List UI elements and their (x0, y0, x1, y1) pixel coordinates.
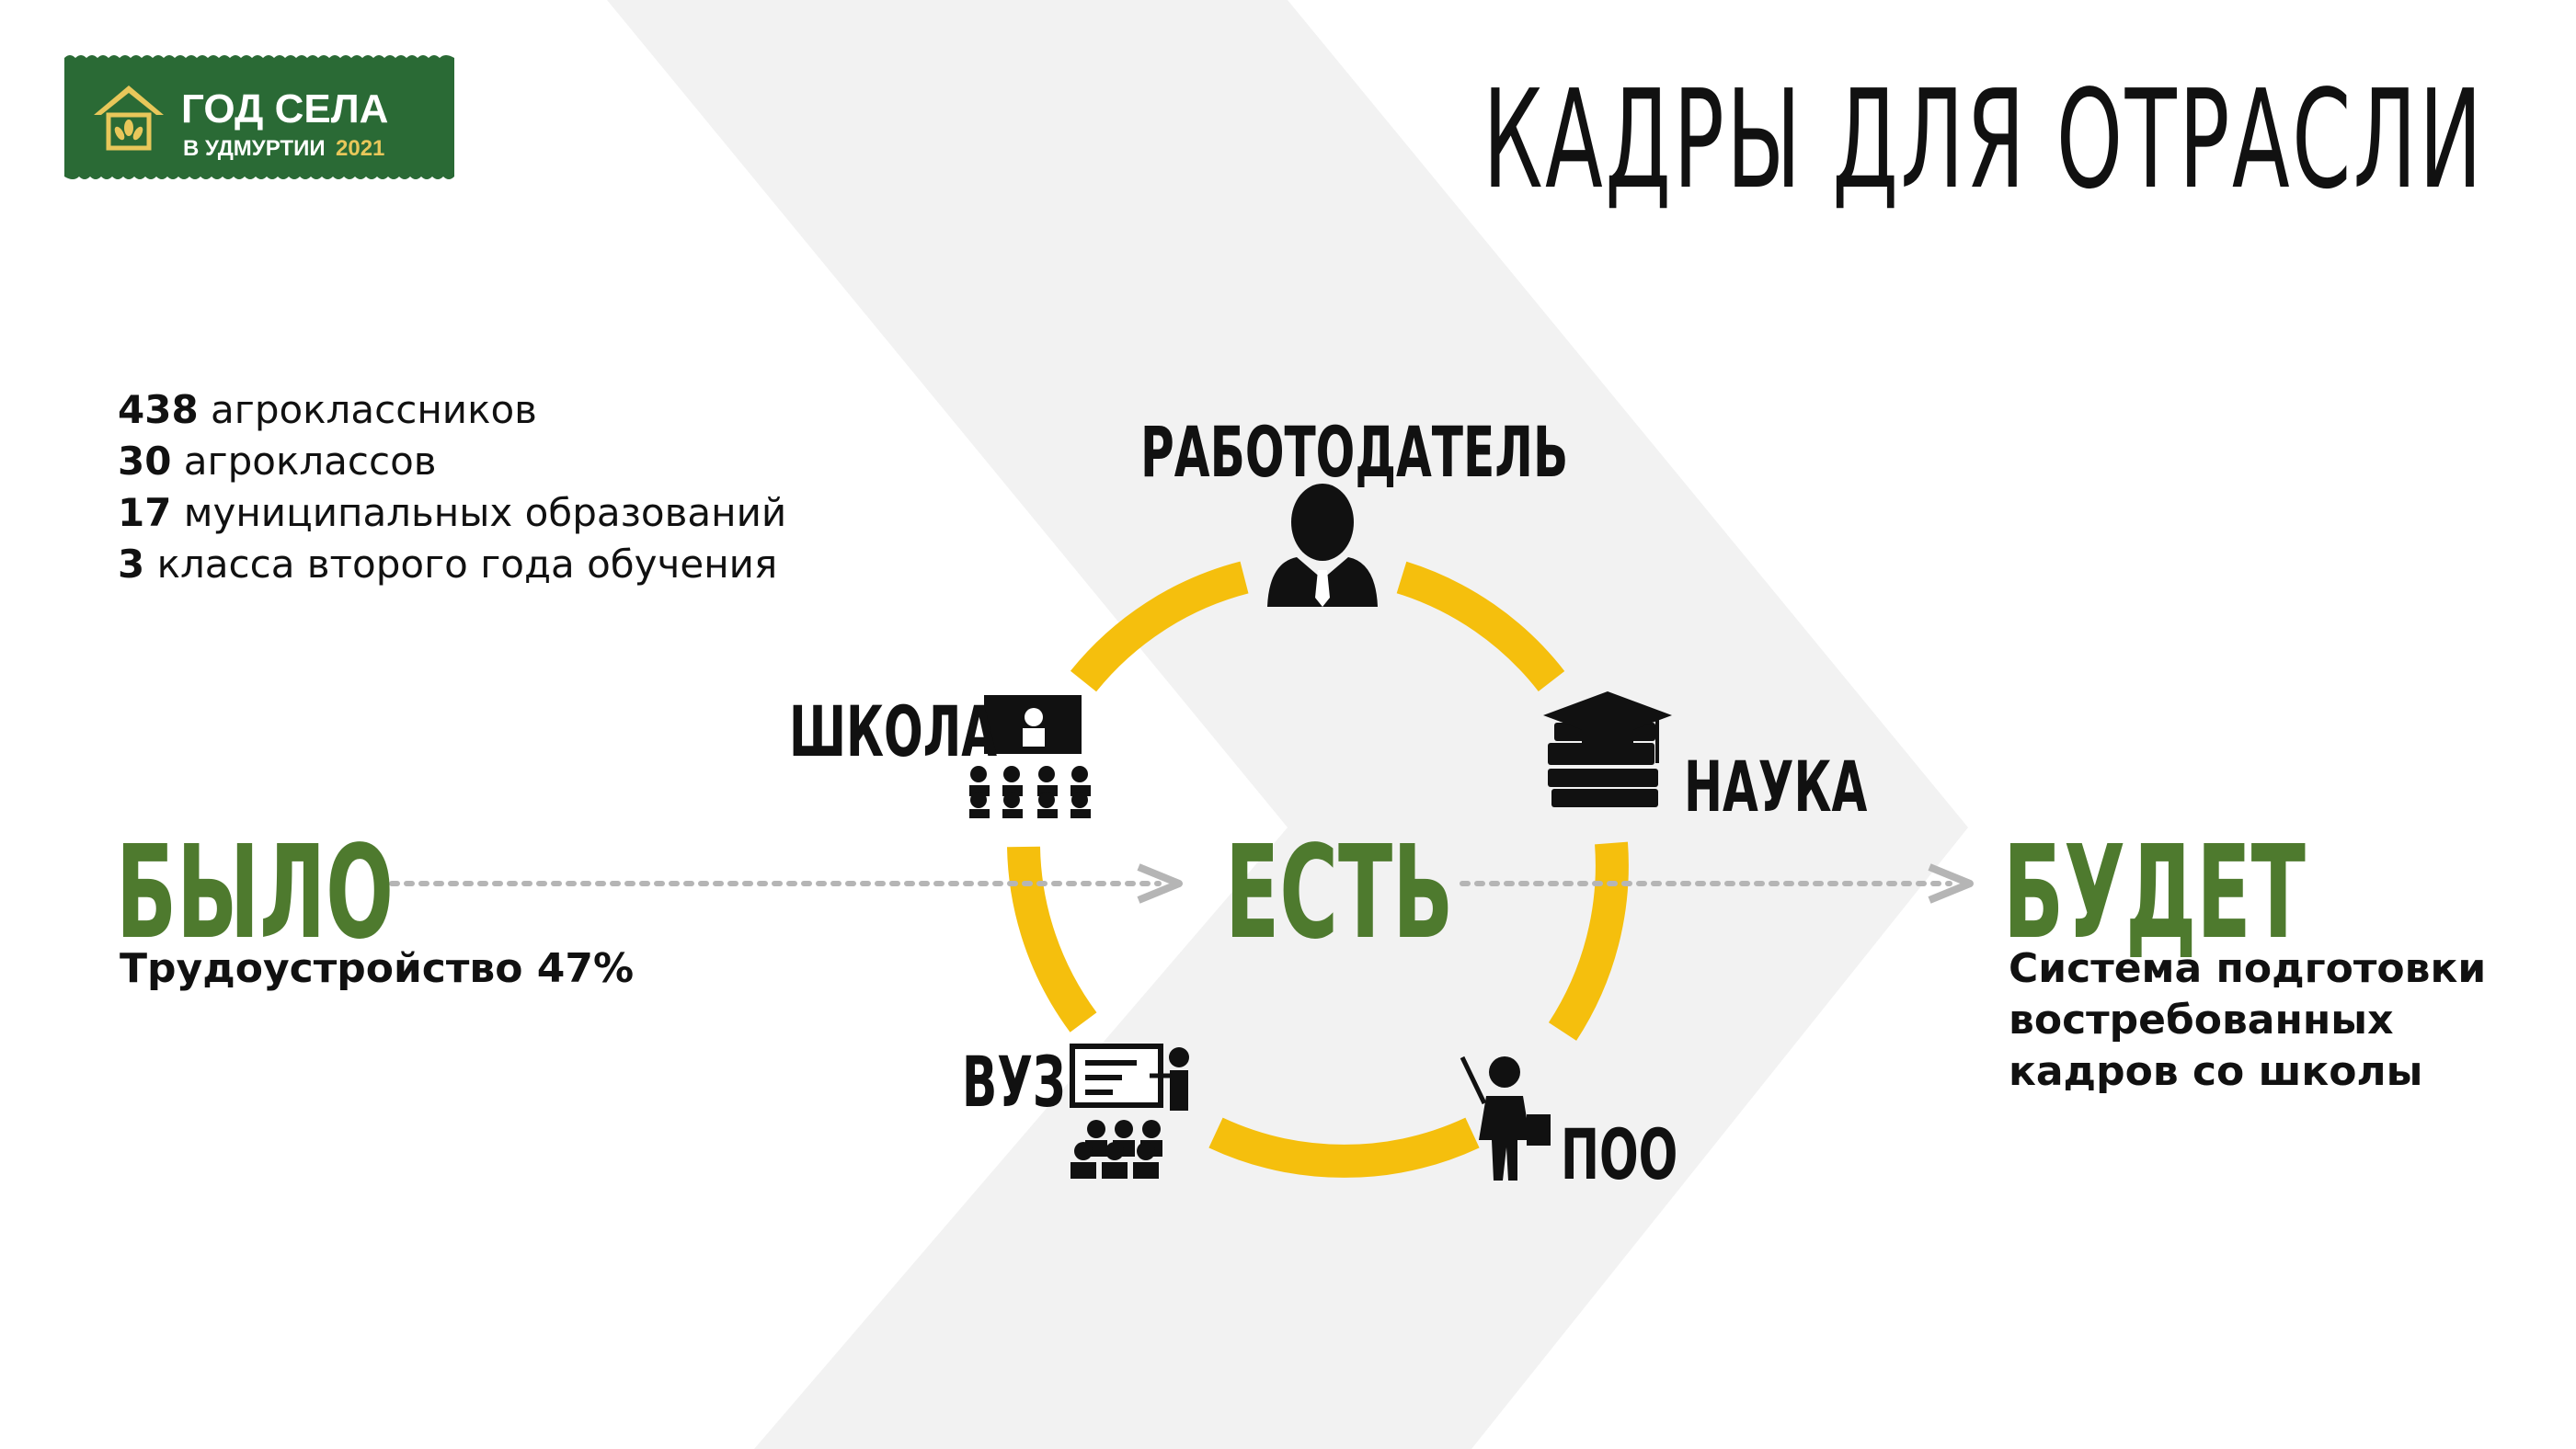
state-was-sub: Трудоустройство 47% (120, 945, 635, 992)
node-label-science: НАУКА (1684, 746, 1868, 827)
ring-arc-poo-vuz (1208, 1117, 1480, 1178)
stats-list: 438 агроклассников 30 агроклассов 17 мун… (118, 384, 786, 590)
state-will-label: БУДЕТ (2003, 818, 2306, 968)
stat-item: 438 агроклассников (118, 387, 537, 432)
ring-arc-science-poo (1548, 841, 1629, 1041)
state-will-sub-line: востребованных (2009, 997, 2394, 1044)
node-label-vuz: ВУЗ (962, 1041, 1066, 1123)
house-wheat-icon (94, 86, 164, 151)
stat-item: 3 класса второго года обучения (118, 542, 778, 587)
state-is-label: ЕСТЬ (1225, 818, 1454, 968)
logo: ГОД СЕЛА В УДМУРТИИ 2021 (57, 51, 462, 184)
teacher-pointer-icon (1460, 1055, 1551, 1181)
lecture-icon (1070, 1044, 1189, 1179)
classroom-icon (969, 695, 1091, 818)
stat-item: 17 муниципальных образований (118, 490, 787, 535)
yellow-ring (1007, 561, 1629, 1178)
state-was-label: БЫЛО (116, 818, 394, 968)
page-title: КАДРЫ ДЛЯ ОТРАСЛИ (1483, 61, 2484, 219)
svg-text:В УДМУРТИИ: В УДМУРТИИ (183, 136, 326, 161)
node-label-school: ШКОЛА (789, 690, 998, 772)
state-will-sub: Система подготовки востребованных кадров… (2009, 943, 2486, 1098)
node-label-poo: ПОО (1561, 1113, 1678, 1195)
businessman-icon (1267, 484, 1378, 607)
svg-text:ГОД СЕЛА: ГОД СЕЛА (181, 86, 388, 131)
ring-arc-employer-science (1396, 561, 1565, 692)
arrow-was-to-is (389, 863, 1183, 904)
node-label-employer: РАБОТОДАТЕЛЬ (1140, 411, 1569, 493)
svg-text:2021: 2021 (336, 136, 384, 161)
state-will-sub-line: Система подготовки (2009, 945, 2487, 992)
stat-item: 30 агроклассов (118, 439, 437, 484)
arrow-is-to-will (1460, 863, 1974, 904)
ring-arc-vuz-school (1007, 846, 1097, 1033)
graduation-books-icon (1543, 691, 1672, 807)
state-will-sub-line: кадров со школы (2009, 1048, 2423, 1095)
ring-arc-school-employer (1070, 561, 1249, 692)
